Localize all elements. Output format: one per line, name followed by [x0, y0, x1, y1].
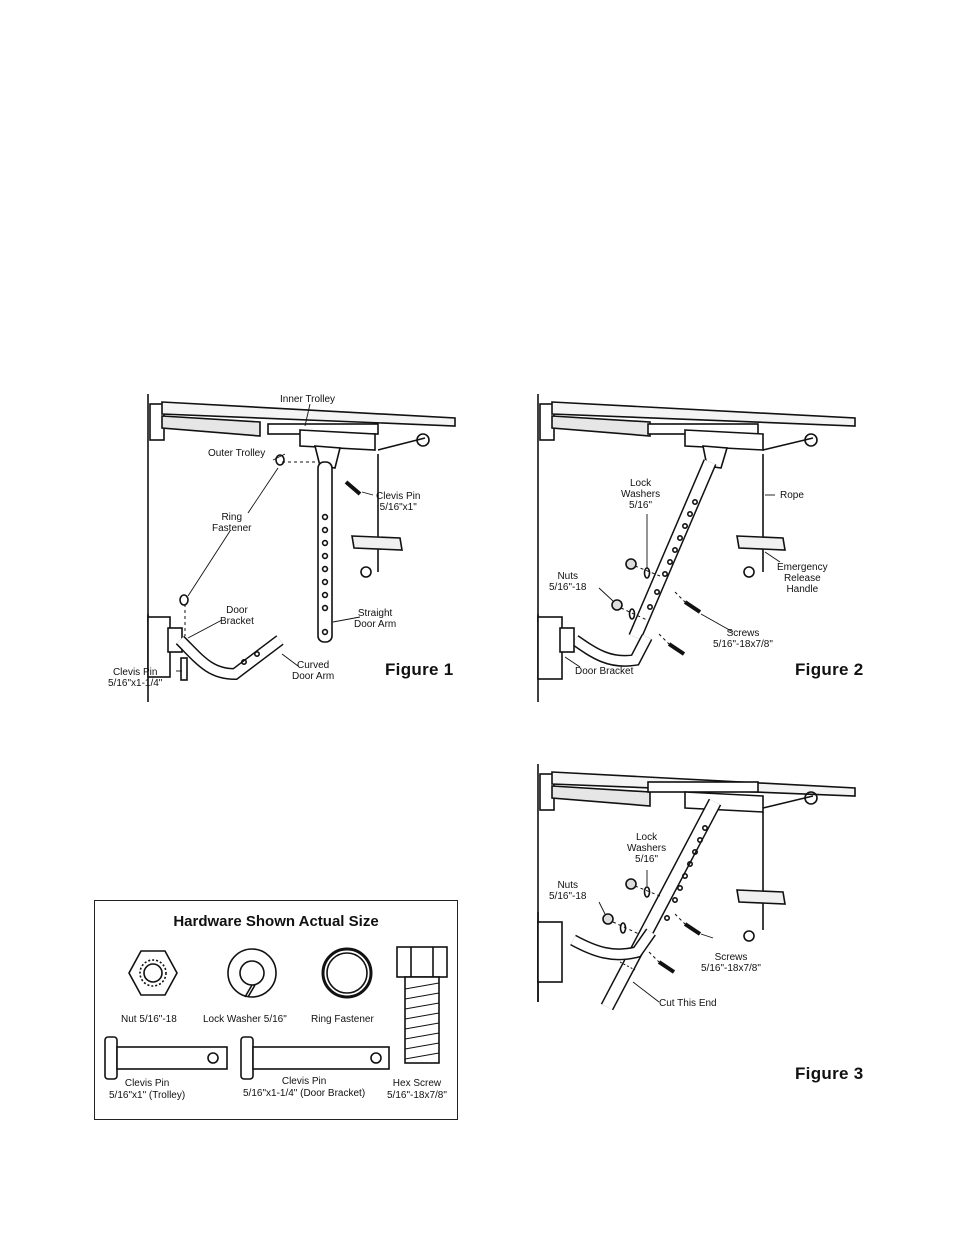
label-nuts: Nuts 5/16"-18 — [549, 571, 587, 593]
figure-3-drawing — [537, 764, 856, 1011]
figure-1-drawing — [147, 394, 456, 702]
label-clevis-pin-trolley: Clevis Pin 5/16"x1" — [376, 491, 421, 513]
label-nuts: Nuts 5/16"-18 — [549, 880, 587, 902]
hardware-clevis-pin-trolley-label: Clevis Pin 5/16"x1" (Trolley) — [109, 1078, 186, 1101]
label-lock-washers: Lock Washers 5/16" — [621, 478, 661, 511]
label-rope: Rope — [780, 490, 804, 501]
label-emergency-release-handle: Emergency Release Handle — [777, 562, 828, 595]
figure-3-title: Figure 3 — [795, 1064, 864, 1083]
label-door-bracket: Door Bracket — [220, 605, 254, 627]
figure-2-drawing — [537, 394, 856, 702]
hardware-lock-washer-label: Lock Washer 5/16" — [203, 1014, 287, 1025]
figure-2-title: Figure 2 — [795, 660, 864, 679]
label-clevis-pin-bracket: Clevis Pin 5/16"x1-1/4" — [108, 667, 163, 689]
hardware-nut-label: Nut 5/16"-18 — [121, 1014, 177, 1025]
figure-2: Lock Washers 5/16" Rope Nuts 5/16"-18 Em… — [535, 392, 875, 712]
label-screws: Screws 5/16"-18x7/8" — [713, 628, 773, 650]
label-door-bracket: Door Bracket — [575, 666, 634, 677]
hardware-title: Hardware Shown Actual Size — [173, 913, 379, 930]
label-curved-door-arm: Curved Door Arm — [292, 660, 335, 682]
label-lock-washers: Lock Washers 5/16" — [627, 832, 667, 865]
hardware-clevis-pin-bracket-label: Clevis Pin 5/16"x1-1/4" (Door Bracket) — [243, 1076, 366, 1099]
hardware-box: Hardware Shown Actual Size — [94, 900, 458, 1120]
label-ring-fastener: Ring Fastener — [212, 512, 252, 534]
label-screws: Screws 5/16"-18x7/8" — [701, 952, 761, 974]
label-straight-door-arm: Straight Door Arm — [354, 608, 397, 630]
hardware-drawing — [104, 946, 448, 1080]
hardware-hex-screw-label: Hex Screw 5/16"-18x7/8" — [387, 1078, 447, 1101]
label-outer-trolley: Outer Trolley — [208, 448, 266, 459]
hardware-ring-fastener-label: Ring Fastener — [311, 1014, 374, 1025]
figure-1: Inner Trolley Outer Trolley Clevis Pin 5… — [108, 392, 465, 712]
figure-1-title: Figure 1 — [385, 660, 454, 679]
label-inner-trolley: Inner Trolley — [280, 394, 336, 405]
label-cut-this-end: Cut This End — [659, 998, 717, 1009]
figure-3: Lock Washers 5/16" Nuts 5/16"-18 Screws … — [535, 762, 875, 1092]
